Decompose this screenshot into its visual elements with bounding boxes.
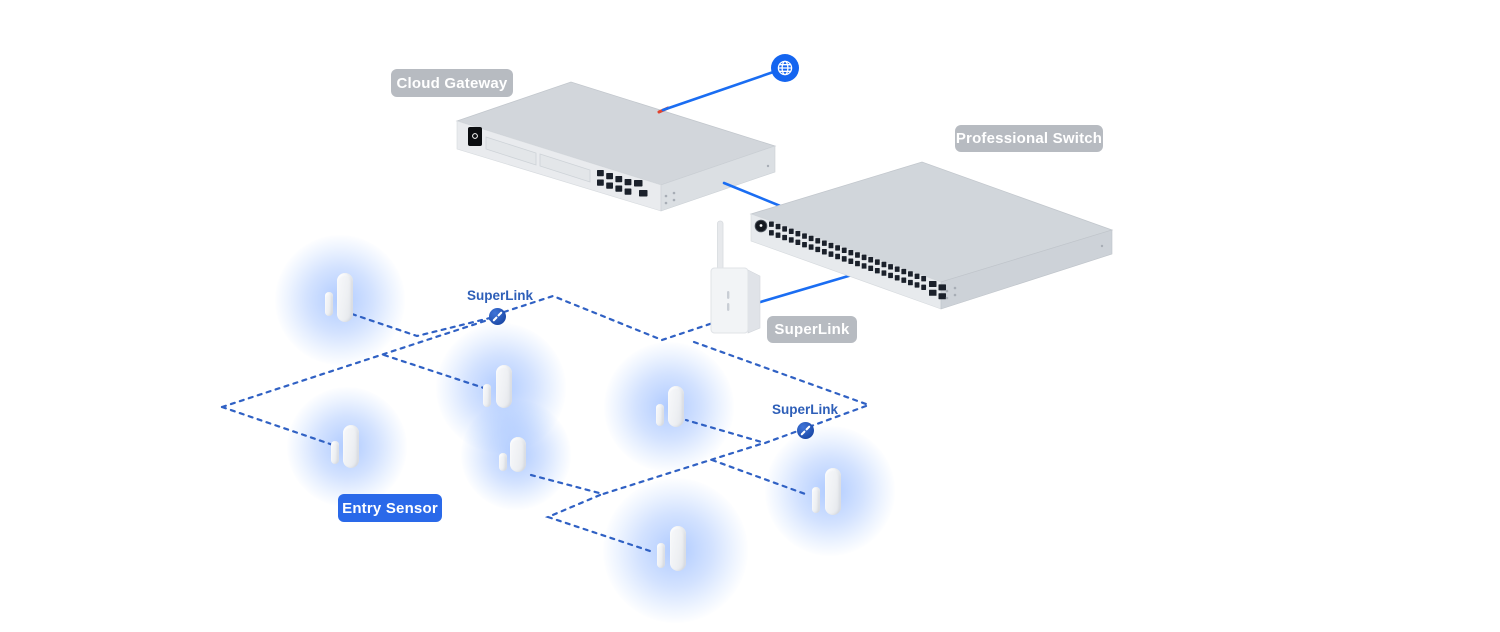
sensor-bar-small <box>499 453 507 471</box>
superlink-label-1: SuperLink <box>466 288 533 303</box>
drive-bay <box>485 136 537 166</box>
globe-glyph <box>777 60 793 76</box>
sensor-bar-small <box>656 404 664 426</box>
hub-antenna <box>717 220 724 272</box>
drive-bay <box>539 153 591 183</box>
sensor-bar-large <box>670 526 686 571</box>
internet-globe-icon <box>771 54 799 82</box>
sensor-bar-large <box>496 365 512 408</box>
cloud-gateway-device <box>455 81 777 212</box>
link-glyph <box>800 425 811 436</box>
superlink-node-icon <box>489 308 506 325</box>
cloud-gateway-badge: Cloud Gateway <box>391 69 513 97</box>
superlink-label-2: SuperLink <box>771 402 838 417</box>
sensor-bar-small <box>331 441 339 464</box>
professional-switch-badge: Professional Switch <box>955 125 1103 152</box>
sensor-bar-small <box>325 292 333 316</box>
sensor-bar-small <box>657 543 665 568</box>
sensor-bar-large <box>343 425 359 468</box>
superlink-hub-badge: SuperLink <box>767 316 857 343</box>
professional-switch-device <box>749 161 1114 310</box>
link-glyph <box>492 311 503 322</box>
sensor-bar-small <box>483 384 491 407</box>
sensor-bar-large <box>825 468 841 515</box>
sensor-bar-small <box>812 487 820 513</box>
superlink-node-icon <box>797 422 814 439</box>
superlink-hub-device <box>710 220 761 334</box>
switch-port-block <box>769 221 946 300</box>
sensor-bar-large <box>337 273 353 322</box>
link-switch-hub <box>755 270 864 305</box>
entry-sensor-badge: Entry Sensor <box>338 494 442 522</box>
sensor-bar-large <box>668 386 684 427</box>
link-internet-gateway <box>661 66 787 112</box>
sensor-bar-large <box>510 437 526 472</box>
superlink-mesh-lines <box>220 294 868 554</box>
gateway-port-block <box>597 170 648 197</box>
gateway-display <box>468 127 482 146</box>
